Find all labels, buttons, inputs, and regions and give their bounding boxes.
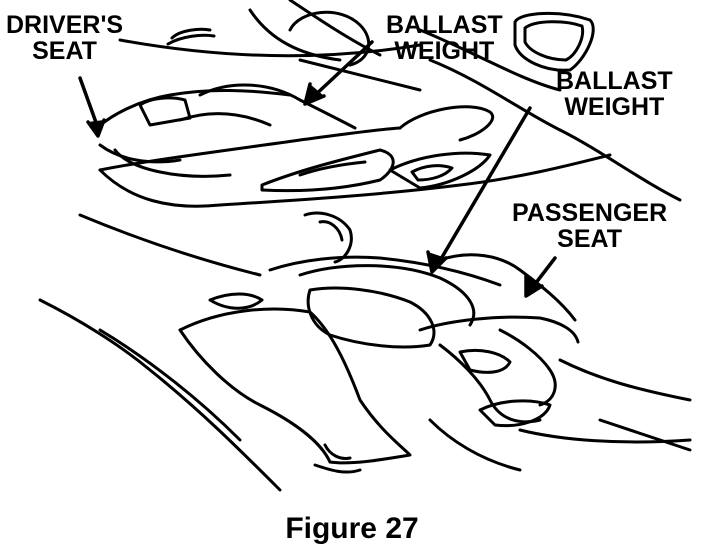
ballast-weight-2-label-line1: BALLAST (556, 67, 673, 95)
ballast-weight-2-label-line2: WEIGHT (564, 93, 665, 121)
drivers-seat-label-line2: SEAT (32, 37, 97, 65)
passenger-seat-label-line2: SEAT (557, 225, 622, 253)
passenger-seat-label-line1: PASSENGER (512, 199, 668, 227)
figure-caption: Figure 27 (285, 512, 419, 545)
ballast-weight-1-label-line2: WEIGHT (394, 37, 495, 65)
driver-ballast-bag-drawing (98, 105, 612, 208)
drivers-seat-label: DRIVER'S SEAT (6, 12, 123, 64)
leader-arrows (78, 40, 557, 298)
dashboard-outline (118, 0, 682, 202)
ballast-weight-2-label: BALLAST WEIGHT (556, 68, 673, 120)
drivers-seat-drawing (93, 83, 357, 178)
passenger-seat-drawing (38, 211, 692, 492)
ballast-weight-1-arrow (310, 40, 374, 100)
passenger-seat-label: PASSENGER SEAT (512, 200, 667, 252)
drivers-seat-label-line1: DRIVER'S (6, 11, 124, 39)
ballast-weight-1-label-line1: BALLAST (386, 11, 503, 39)
drivers-seat-arrow (78, 76, 100, 130)
ballast-weight-2-arrow (436, 106, 532, 266)
ballast-weight-1-label: BALLAST WEIGHT (386, 12, 503, 64)
